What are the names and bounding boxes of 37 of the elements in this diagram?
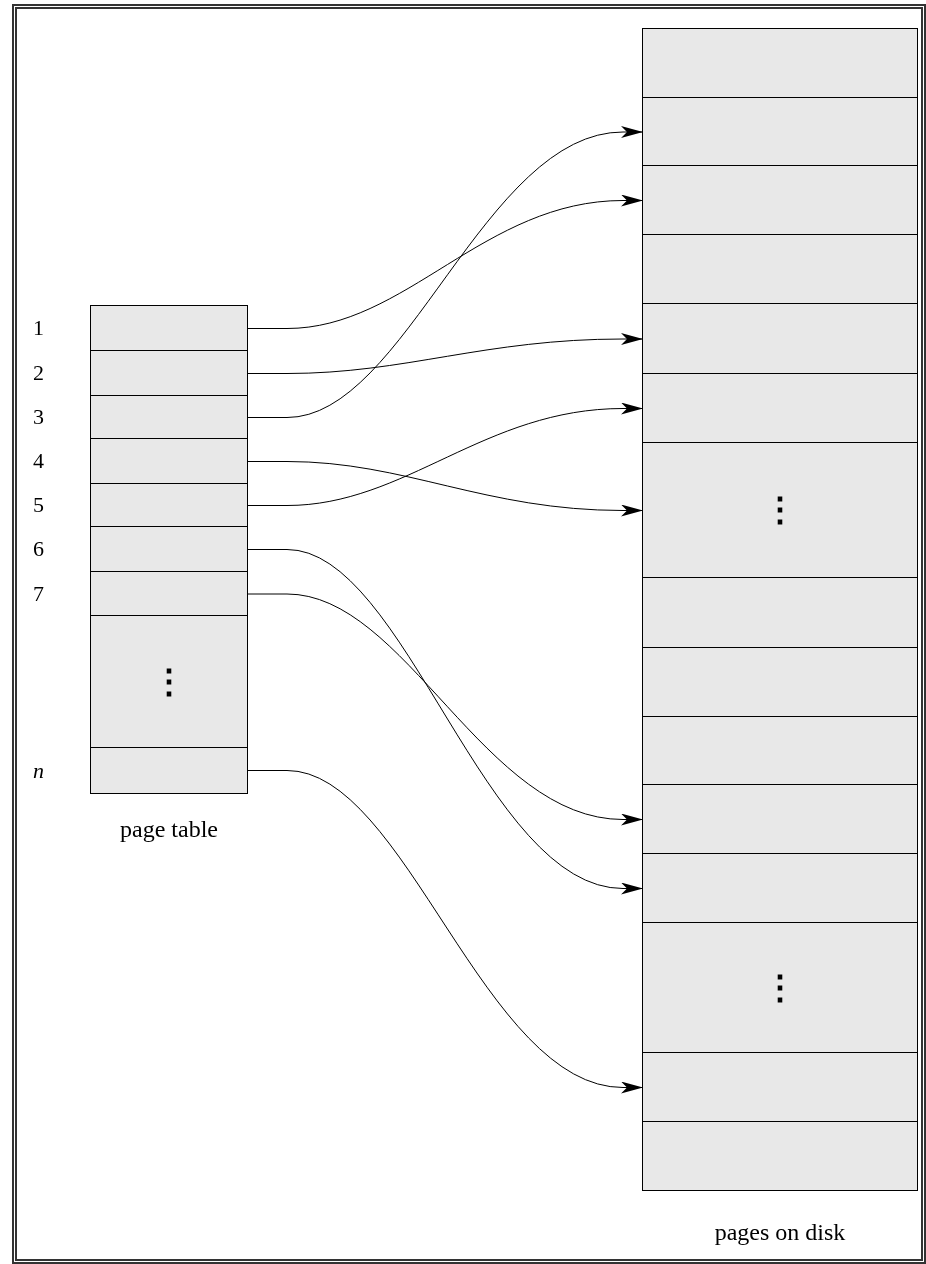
disk-caption: pages on disk <box>714 1218 846 1247</box>
arrow <box>246 194 644 329</box>
row-number: 4 <box>33 450 44 472</box>
ellipsis-cell <box>643 443 917 578</box>
disk-page <box>643 235 917 304</box>
disk-page <box>643 717 917 785</box>
arrow <box>246 593 644 826</box>
disk-page <box>643 166 917 235</box>
arrow <box>246 402 644 506</box>
row-number: 7 <box>33 582 44 605</box>
row-number: 1 <box>33 317 44 339</box>
arrow <box>246 461 644 517</box>
arrow <box>246 549 644 895</box>
arrow <box>246 333 644 374</box>
table-caption: page table <box>120 815 218 844</box>
ellipsis-cell <box>643 923 917 1053</box>
disk-page <box>643 648 917 717</box>
row-number: 5 <box>33 494 44 516</box>
ellipsis-text: ⋮ <box>763 970 797 1005</box>
ellipsis-text: ⋮ <box>152 664 186 699</box>
disk-page <box>643 304 917 374</box>
disk-page <box>643 29 917 98</box>
disk-page <box>643 578 917 648</box>
row-number: 3 <box>33 406 44 428</box>
row-number: n <box>33 759 44 782</box>
disk-page <box>643 98 917 166</box>
row-number: 2 <box>33 362 44 384</box>
ellipsis-text: ⋮ <box>763 493 797 527</box>
disk-page <box>643 374 917 443</box>
row-number: 6 <box>33 538 44 560</box>
arrow <box>246 126 644 418</box>
disk-page <box>643 854 917 923</box>
disk-page <box>643 1122 917 1190</box>
ellipsis-cell <box>91 616 247 748</box>
disk-page <box>643 785 917 854</box>
arrow <box>246 770 644 1094</box>
disk-page <box>643 1053 917 1122</box>
